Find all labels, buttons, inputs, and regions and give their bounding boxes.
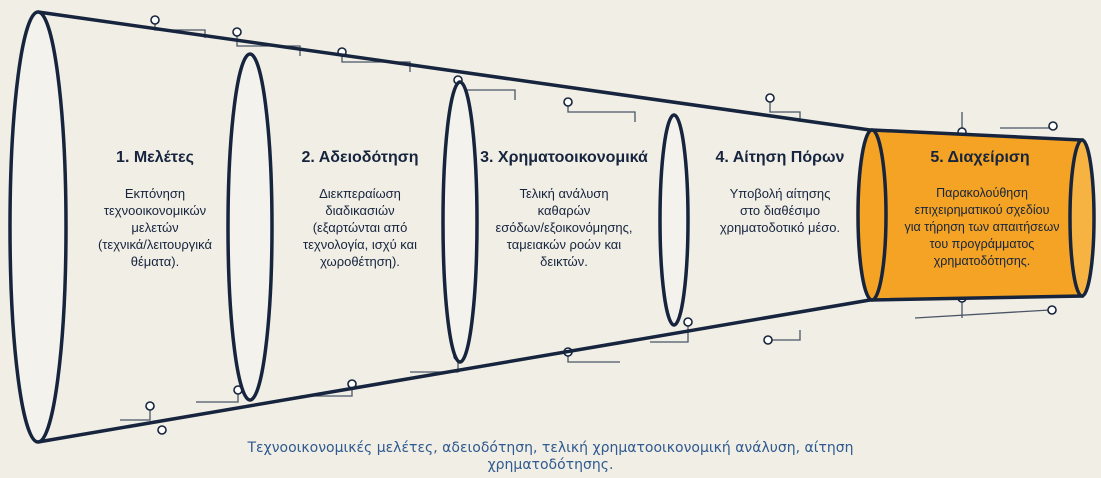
stage-1-description: Εκπόνηση τεχνοοικονομικών μελετών (τεχνι… <box>97 186 213 269</box>
stage-3-title: 3. Χρηματοοικονομικά <box>480 149 648 166</box>
stage-1-title: 1. Μελέτες <box>116 149 194 166</box>
highlight-cylinder <box>856 128 1096 302</box>
stage-2-title: 2. Αδειοδότηση <box>301 149 419 166</box>
stage-3-description: Τελική ανάλυση καθαρών εσόδων/εξοικονόμη… <box>495 186 633 269</box>
stage-4-title: 4. Αίτηση Πόρων <box>715 149 845 166</box>
circuit-lines <box>120 22 1054 421</box>
stage-5-description: Παρακολούθηση επιχειρηματικού σχεδίου γι… <box>904 186 1060 268</box>
stage-5-title: 5. Διαχείριση <box>930 149 1030 166</box>
funnel-outline <box>37 10 871 444</box>
stage-4-description: Υποβολή αίτησης στο διαθέσιμο χρηματοδοτ… <box>719 186 841 235</box>
stage-2-description: Διεκπεραίωση διαδικασιών (εξαρτώνται από… <box>302 186 418 269</box>
funnel-rings <box>8 10 690 444</box>
diagram-caption: Τεχνοοικονομικές μελέτες, αδειοδότηση, τ… <box>247 440 854 473</box>
